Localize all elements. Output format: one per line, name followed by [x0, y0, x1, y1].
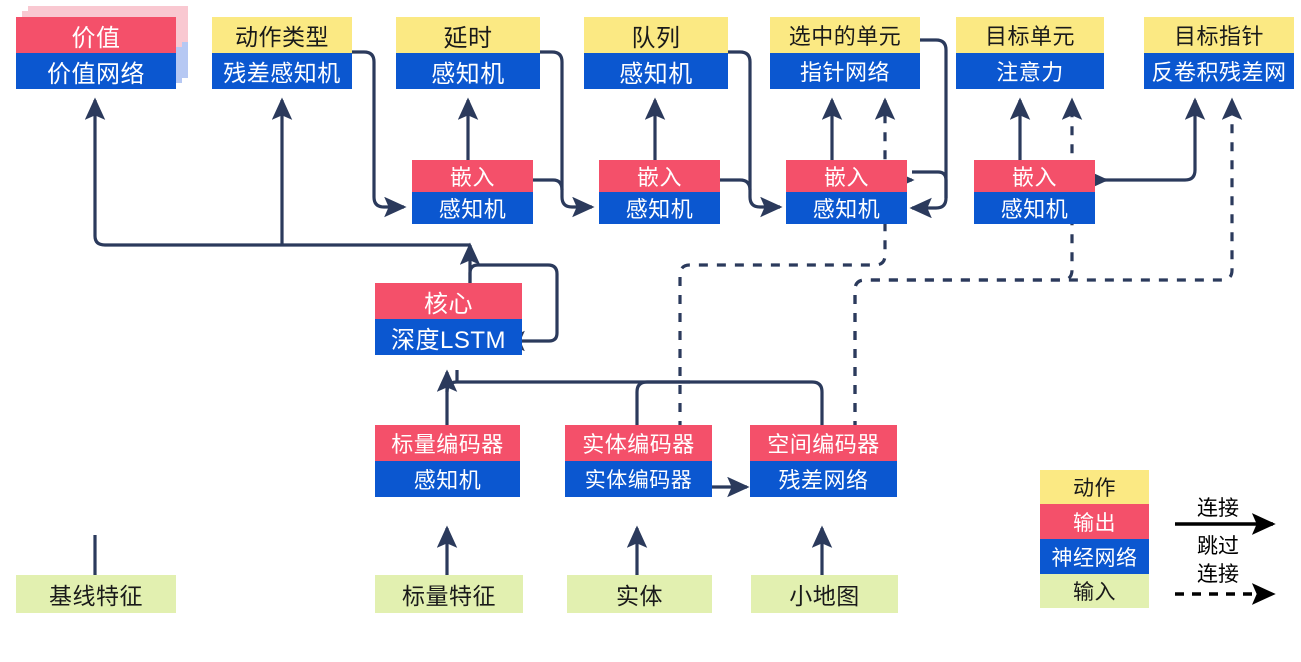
node-embed-2-output-label: 嵌入 [599, 160, 720, 192]
node-queued[interactable]: 队列 感知机 [584, 17, 728, 89]
edge-loop-to-embed3 [912, 170, 948, 198]
legend-action-label: 动作 [1040, 470, 1149, 504]
node-selected-units-action-label: 选中的单元 [770, 17, 920, 53]
node-input-scalar-features-label: 标量特征 [375, 575, 523, 613]
node-embed-1-output-label: 嵌入 [412, 160, 533, 192]
edge-embed4-to-targetpoint [1103, 97, 1206, 182]
legend-color-key: 动作 输出 神经网络 输入 [1040, 470, 1149, 608]
node-target-point[interactable]: 目标指针 反卷积残差网 [1144, 17, 1294, 89]
node-target-unit-action-label: 目标单元 [956, 17, 1104, 53]
node-value-output-label: 价值 [16, 17, 176, 53]
edge-spatialenc-bus [690, 380, 824, 425]
node-queued-action-label: 队列 [584, 17, 728, 53]
node-selected-units-network-label: 指针网络 [770, 53, 920, 89]
node-spatial-encoder-network-label: 残差网络 [750, 461, 897, 497]
node-input-minimap[interactable]: 小地图 [751, 575, 898, 613]
node-action-type-action-label: 动作类型 [212, 17, 352, 53]
skip-spatialenc-to-targetunit [853, 97, 1083, 430]
legend-network-label: 神经网络 [1040, 539, 1149, 574]
node-spatial-encoder[interactable]: 空间编码器 残差网络 [750, 425, 897, 497]
node-input-minimap-label: 小地图 [751, 575, 898, 613]
node-scalar-encoder-output-label: 标量编码器 [375, 425, 520, 461]
node-embed-3-network-label: 感知机 [786, 192, 907, 224]
node-embed-3[interactable]: 嵌入 感知机 [786, 160, 907, 224]
edge-embed1-to-embed2-bus [533, 178, 564, 191]
node-delay-network-label: 感知机 [396, 53, 540, 89]
node-target-unit[interactable]: 目标单元 注意力 [956, 17, 1104, 89]
edge-entityenc-bus [635, 380, 690, 425]
edge-scalarenc-bus [445, 380, 690, 425]
node-action-type[interactable]: 动作类型 残差感知机 [212, 17, 352, 89]
legend-output-label: 输出 [1040, 504, 1149, 539]
node-input-scalar-features[interactable]: 标量特征 [375, 575, 523, 613]
node-action-type-network-label: 残差感知机 [212, 53, 352, 89]
legend-input-label: 输入 [1040, 574, 1149, 608]
node-embed-2-network-label: 感知机 [599, 192, 720, 224]
node-delay-action-label: 延时 [396, 17, 540, 53]
node-embed-1-network-label: 感知机 [412, 192, 533, 224]
node-entity-encoder[interactable]: 实体编码器 实体编码器 [565, 425, 712, 497]
node-target-point-network-label: 反卷积残差网 [1144, 53, 1294, 89]
edge-embed2-to-embed3-bus [720, 178, 752, 191]
node-embed-3-output-label: 嵌入 [786, 160, 907, 192]
node-input-entities[interactable]: 实体 [567, 575, 712, 613]
node-queued-network-label: 感知机 [584, 53, 728, 89]
legend-skip-label-line2: 连接 [1197, 563, 1239, 586]
node-embed-4[interactable]: 嵌入 感知机 [974, 160, 1095, 224]
node-scalar-encoder-network-label: 感知机 [375, 461, 520, 497]
skip-spatialenc-to-targetpoint [853, 97, 1243, 430]
node-input-baseline-features-label: 基线特征 [16, 575, 176, 613]
node-target-point-action-label: 目标指针 [1144, 17, 1294, 53]
node-input-entities-label: 实体 [567, 575, 712, 613]
node-embed-1[interactable]: 嵌入 感知机 [412, 160, 533, 224]
node-embed-4-network-label: 感知机 [974, 192, 1095, 224]
node-delay[interactable]: 延时 感知机 [396, 17, 540, 89]
node-spatial-encoder-output-label: 空间编码器 [750, 425, 897, 461]
skip-entityenc-to-selectedunits [678, 97, 896, 430]
node-value[interactable]: 价值 价值网络 [16, 17, 176, 89]
legend-connection-label: 连接 [1197, 497, 1239, 520]
node-input-baseline-features[interactable]: 基线特征 [16, 575, 176, 613]
node-core-output-label: 核心 [375, 283, 522, 319]
node-entity-encoder-network-label: 实体编码器 [565, 461, 712, 497]
node-core[interactable]: 核心 深度LSTM [375, 283, 522, 355]
node-core-network-label: 深度LSTM [375, 319, 522, 355]
node-target-unit-network-label: 注意力 [956, 53, 1104, 89]
node-embed-4-output-label: 嵌入 [974, 160, 1095, 192]
node-entity-encoder-output-label: 实体编码器 [565, 425, 712, 461]
node-scalar-encoder[interactable]: 标量编码器 感知机 [375, 425, 520, 497]
legend-skip-label-line1: 跳过 [1197, 535, 1239, 558]
node-value-network-label: 价值网络 [16, 53, 176, 89]
node-selected-units[interactable]: 选中的单元 指针网络 [770, 17, 920, 89]
node-embed-2[interactable]: 嵌入 感知机 [599, 160, 720, 224]
